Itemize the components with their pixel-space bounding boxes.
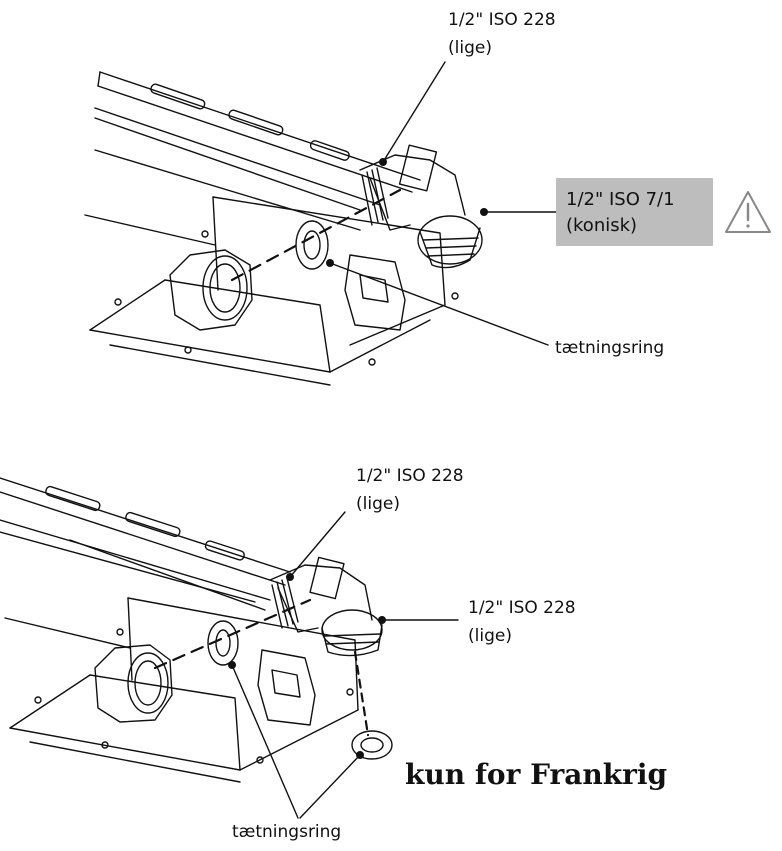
bottom-fitting-label-line1: 1/2" ISO 228 — [356, 466, 464, 486]
bottom-fitting-label-line2: (lige) — [356, 494, 400, 514]
bottom-outlet-label-line2: (lige) — [468, 626, 512, 646]
warning-label-line1: 1/2" ISO 7/1 — [566, 189, 675, 210]
bottom-seal-label: tætningsring — [232, 822, 342, 842]
france-only-note: kun for Frankrig — [405, 758, 668, 791]
top-fitting-label-line1: 1/2" ISO 228 — [448, 10, 556, 30]
top-radiator-assembly — [84, 71, 483, 386]
bottom-outlet-label-line1: 1/2" ISO 228 — [468, 598, 576, 618]
warning-callout-box: 1/2" ISO 7/1 (konisk) — [556, 178, 713, 246]
top-seal-label: tætningsring — [555, 338, 665, 358]
bottom-radiator-assembly — [0, 477, 393, 783]
warning-triangle-icon — [725, 191, 771, 233]
top-fitting-label-line2: (lige) — [448, 38, 492, 58]
warning-label-line2: (konisk) — [566, 215, 638, 236]
